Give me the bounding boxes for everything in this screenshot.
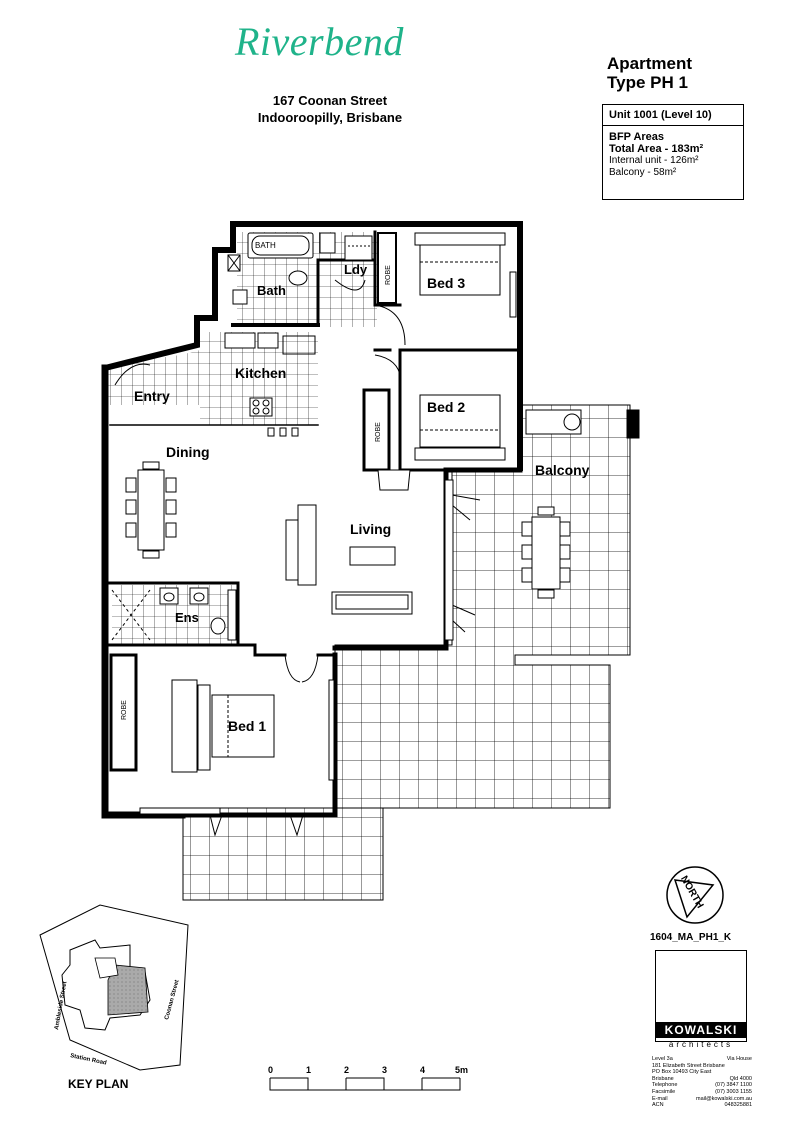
drawing-code: 1604_MA_PH1_K — [650, 932, 732, 943]
contact-val: (07) 3847 1100 — [715, 1082, 752, 1089]
scale-tick-4: 4 — [420, 1065, 425, 1075]
compass: NORTH — [666, 866, 724, 924]
label-bed2: Bed 2 — [427, 399, 465, 415]
contact-row: Brisbane Qld 4000 — [652, 1076, 752, 1083]
internal-area: Internal unit - 126m² — [609, 155, 699, 166]
total-area: Total Area - 183m² — [609, 143, 704, 155]
contact-row: ACN 048325881 — [652, 1102, 752, 1109]
firm-sub: architects — [668, 1040, 734, 1049]
contact-val: mail@kowalski.com.au — [695, 1095, 752, 1102]
label-robe3: ROBE — [385, 265, 392, 285]
address-line-2: Indooroopilly, Brisbane — [257, 110, 403, 125]
apartment-title-line1: Apartment — [607, 54, 693, 73]
label-bed1: Bed 1 — [228, 718, 266, 734]
room-labels: BATH Bath Ldy Bed 3 ROBE Kitchen Entry B… — [121, 241, 590, 734]
apartment-title-line2: Type PH 1 — [607, 73, 688, 92]
scale-tick-1: 1 — [306, 1065, 311, 1075]
label-ldy: Ldy — [344, 262, 368, 277]
kitchen-fixtures — [224, 332, 316, 437]
scale-tick-3: 3 — [382, 1065, 387, 1075]
contact-row: 181 Elizabeth Street Brisbane — [652, 1063, 752, 1070]
keyplan-street-1: Coonan Street — [164, 979, 180, 1020]
contact-row: PO Box 10493 City East — [652, 1069, 752, 1076]
firm-contact: Level 3a Via House 181 Elizabeth Street B… — [652, 1056, 752, 1109]
riverbend-logo: Riverbend — [235, 19, 404, 64]
dining-furniture — [125, 461, 177, 559]
contact-row: Telephone (07) 3847 1100 — [652, 1082, 752, 1089]
entry-door — [114, 363, 151, 386]
label-ens: Ens — [175, 610, 199, 625]
label-kitchen: Kitchen — [235, 365, 286, 381]
scale-labels: 0 1 2 3 4 5m — [268, 1065, 468, 1075]
label-balcony: Balcony — [535, 462, 590, 478]
scale-tick-5: 5m — [455, 1065, 468, 1075]
firm-name: KOWALSKI — [655, 1022, 747, 1038]
label-entry: Entry — [134, 388, 170, 404]
scale-bar — [269, 1077, 461, 1091]
bed3-furniture — [374, 232, 517, 346]
scale-tick-2: 2 — [344, 1065, 349, 1075]
ensuite-fixtures — [111, 587, 237, 641]
key-plan: Coonan Street Ambleside Street Station R… — [39, 904, 189, 1071]
keyplan-label: KEY PLAN — [68, 1077, 129, 1091]
contact-row: E-mail mail@kowalski.com.au — [652, 1096, 752, 1103]
contact-val: Via House — [726, 1056, 752, 1062]
label-bath-room: Bath — [257, 283, 286, 298]
label-bed3: Bed 3 — [427, 275, 465, 291]
contact-val: Qld 4000 — [729, 1075, 752, 1082]
label-robe2: ROBE — [375, 422, 382, 442]
contact-key: Facsimile — [652, 1088, 676, 1095]
address-line-1: 167 Coonan Street — [272, 93, 388, 108]
contact-key: PO Box 10493 City East — [652, 1069, 712, 1076]
bed2-furniture — [362, 354, 506, 491]
apartment-title: Apartment Type PH 1 — [607, 54, 692, 92]
label-robe1: ROBE — [121, 700, 128, 720]
keyplan-street-0: Station Road — [70, 1053, 108, 1067]
firm-logo-box — [655, 950, 747, 1042]
area-info-box: Unit 1001 (Level 10) BFP Areas Total Are… — [602, 104, 744, 200]
contact-key: E-mail — [652, 1095, 668, 1102]
contact-key: 181 Elizabeth Street Brisbane — [652, 1062, 725, 1069]
bed1-furniture — [109, 653, 335, 837]
label-living: Living — [350, 521, 391, 537]
balcony-furniture — [521, 409, 640, 599]
address: 167 Coonan Street Indooroopilly, Brisban… — [215, 92, 445, 126]
walls — [101, 221, 523, 819]
label-dining: Dining — [166, 444, 210, 460]
living-furniture — [285, 479, 481, 641]
contact-key: Telephone — [652, 1082, 678, 1089]
contact-val: (07) 3003 1155 — [715, 1088, 752, 1095]
contact-key: ACN — [652, 1102, 664, 1109]
contact-row: Level 3a Via House — [652, 1056, 752, 1063]
unit-label: Unit 1001 (Level 10) — [603, 105, 743, 126]
scale-tick-0: 0 — [268, 1065, 273, 1075]
contact-key: Brisbane — [652, 1075, 674, 1082]
contact-row: Facsimile (07) 3003 1155 — [652, 1089, 752, 1096]
bathroom-fixtures — [227, 232, 373, 305]
balcony-area: Balcony - 58m² — [609, 167, 677, 178]
contact-val: 048325881 — [724, 1102, 752, 1109]
balcony-tiles — [182, 404, 631, 901]
contact-key: Level 3a — [652, 1056, 673, 1062]
areas-heading: BFP Areas — [609, 131, 665, 143]
label-bath: BATH — [255, 241, 276, 250]
